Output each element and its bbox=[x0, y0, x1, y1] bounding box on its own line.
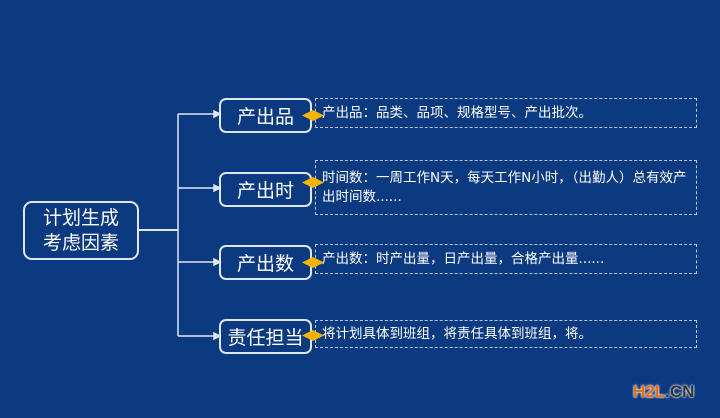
diamond-icon bbox=[302, 177, 324, 188]
watermark-part1: H2L bbox=[633, 382, 666, 401]
watermark-logo: H2L.CN bbox=[633, 382, 694, 402]
diamond-icon bbox=[302, 110, 324, 121]
branch-node-product: 产出品 bbox=[219, 98, 312, 133]
desc-responsibility: 将计划具体到班组，将责任具体到班组，将。 bbox=[315, 320, 697, 348]
root-line1: 计划生成 bbox=[42, 206, 119, 229]
desc-time: 时间数：一周工作N天，每天工作N小时，（出勤人）总有效产出时间数...... bbox=[315, 160, 697, 215]
root-node: 计划生成考虑因素 bbox=[23, 201, 139, 260]
branch-node-quantity: 产出数 bbox=[219, 245, 312, 280]
desc-product: 产出品：品类、品项、规格型号、产出批次。 bbox=[315, 98, 697, 128]
diamond-icon bbox=[302, 330, 324, 341]
diamond-icon bbox=[302, 257, 324, 268]
watermark-part2: .CN bbox=[665, 382, 695, 401]
branch-node-time: 产出时 bbox=[219, 172, 312, 207]
branch-node-responsibility: 责任担当 bbox=[219, 319, 312, 354]
desc-quantity: 产出数：时产出量，日产出量，合格产出量...... bbox=[315, 244, 697, 274]
root-line2: 考虑因素 bbox=[42, 231, 119, 254]
